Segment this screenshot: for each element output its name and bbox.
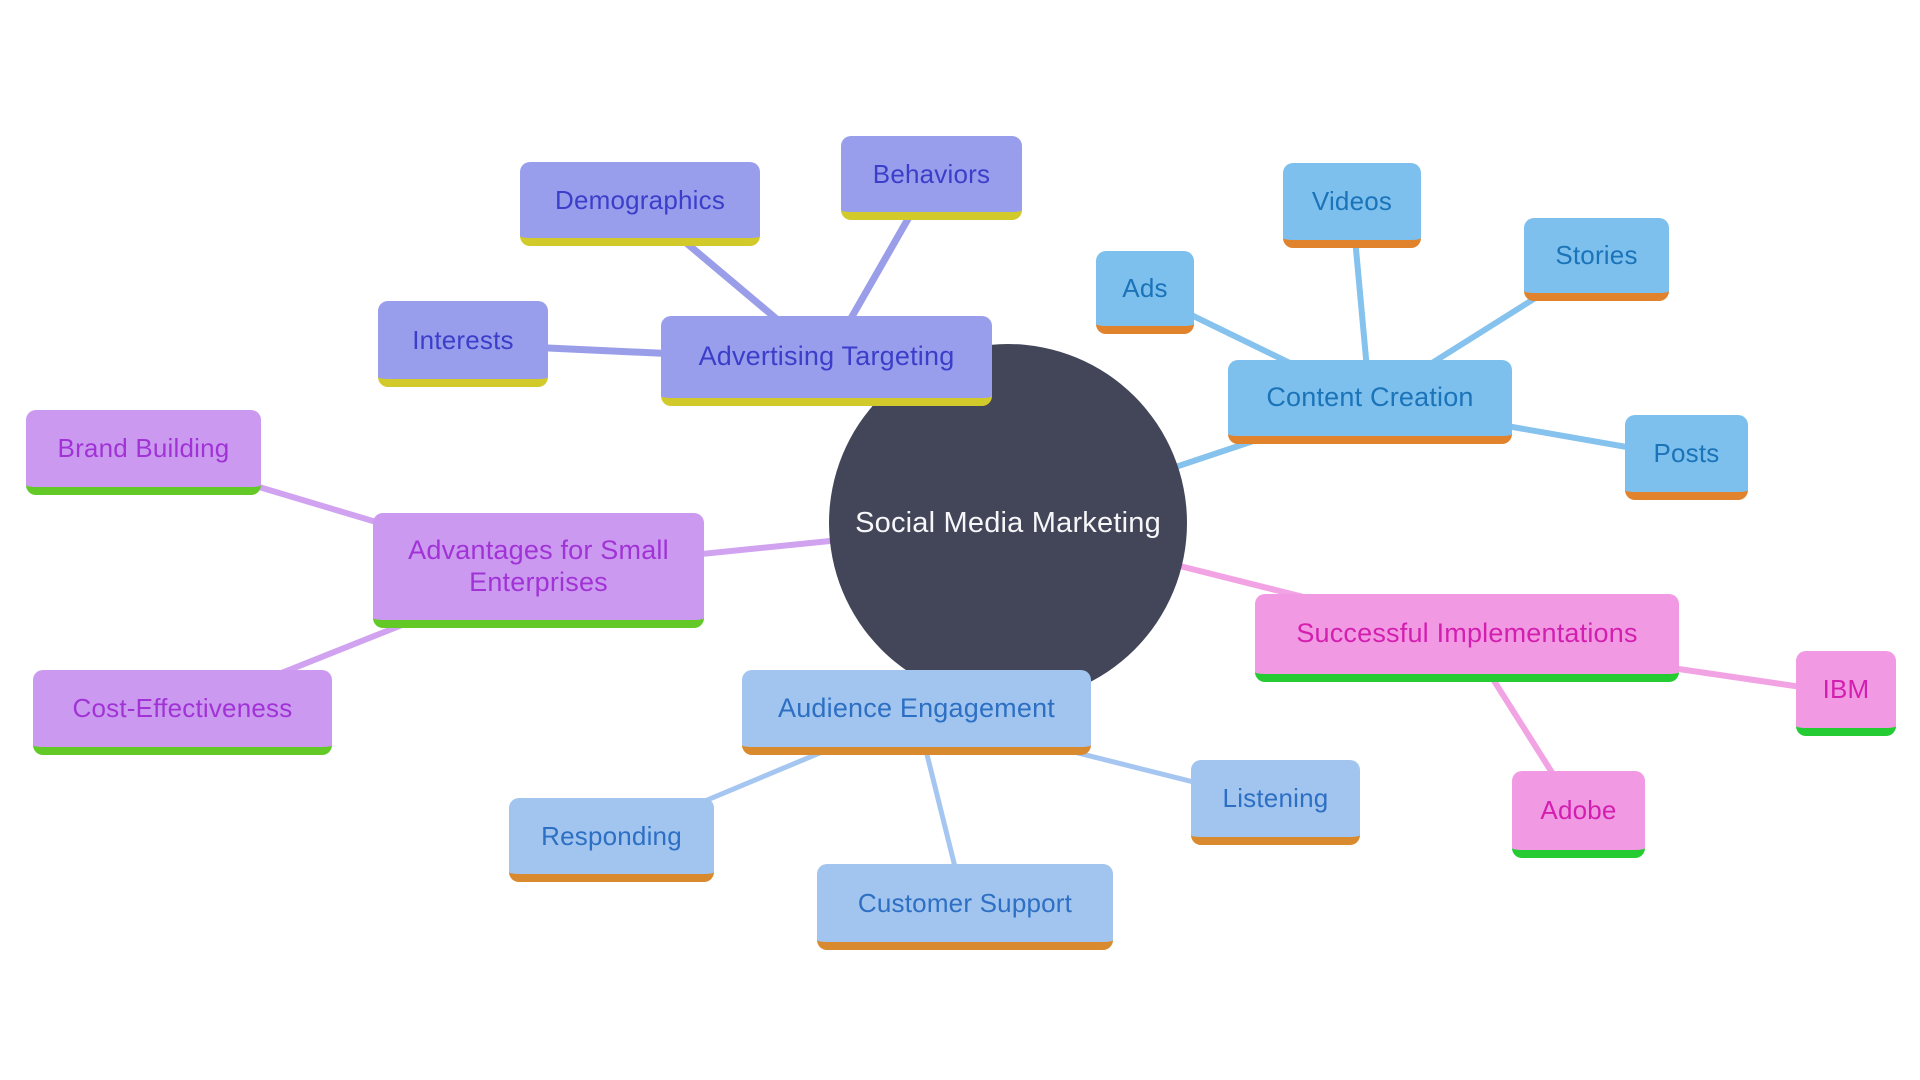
node-ads[interactable]: Ads [1096, 251, 1194, 334]
node-listening[interactable]: Listening [1191, 760, 1360, 845]
node-videos[interactable]: Videos [1283, 163, 1421, 248]
node-content-creation[interactable]: Content Creation [1228, 360, 1512, 444]
node-audience-engagement[interactable]: Audience Engagement [742, 670, 1091, 755]
node-ibm[interactable]: IBM [1796, 651, 1896, 736]
central-topic-social-media-marketing[interactable]: Social Media Marketing [829, 344, 1187, 702]
node-stories[interactable]: Stories [1524, 218, 1669, 301]
node-successful-implementations[interactable]: Successful Implementations [1255, 594, 1679, 682]
node-brand-building[interactable]: Brand Building [26, 410, 261, 495]
node-advertising-targeting[interactable]: Advertising Targeting [661, 316, 992, 406]
node-interests[interactable]: Interests [378, 301, 548, 387]
node-advantages-small-enterprises[interactable]: Advantages for Small Enterprises [373, 513, 704, 628]
node-cost-effectiveness[interactable]: Cost-Effectiveness [33, 670, 332, 755]
node-customer-support[interactable]: Customer Support [817, 864, 1113, 950]
node-demographics[interactable]: Demographics [520, 162, 760, 246]
node-adobe[interactable]: Adobe [1512, 771, 1645, 858]
node-behaviors[interactable]: Behaviors [841, 136, 1022, 220]
node-posts[interactable]: Posts [1625, 415, 1748, 500]
node-responding[interactable]: Responding [509, 798, 714, 882]
